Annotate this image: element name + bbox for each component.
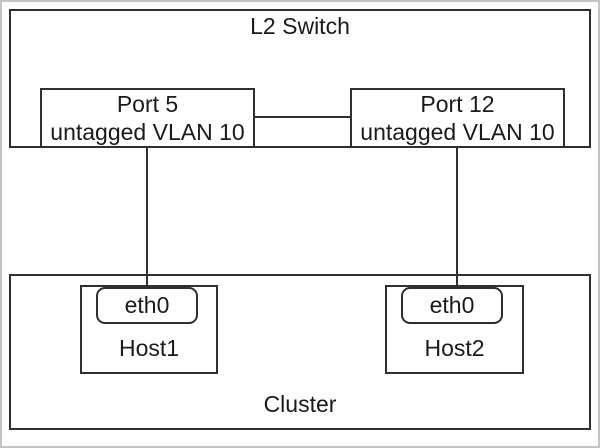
- host1-label: Host1: [118, 335, 180, 361]
- cable-port12-host2-line: [456, 146, 458, 289]
- l2-switch-label: L2 Switch: [250, 13, 350, 39]
- host2-label: Host2: [424, 335, 485, 361]
- cluster-label: Cluster: [263, 391, 337, 417]
- host1-box: eth0 Host1: [80, 285, 218, 374]
- port12-name-label: Port 12: [420, 91, 495, 117]
- host2-eth0-box: eth0: [401, 287, 503, 324]
- host1-eth0-box: eth0: [96, 287, 198, 324]
- port5-box: Port 5 untagged VLAN 10: [40, 88, 255, 148]
- port-to-port-link-line: [255, 116, 350, 118]
- port5-vlan-label: untagged VLAN 10: [50, 119, 245, 145]
- port12-box: Port 12 untagged VLAN 10: [350, 88, 565, 148]
- cluster-box: eth0 Host1 eth0 Host2 Cluster: [9, 274, 591, 430]
- host2-box: eth0 Host2: [385, 285, 524, 374]
- port12-vlan-label: untagged VLAN 10: [360, 119, 555, 145]
- host2-eth0-label: eth0: [429, 292, 475, 318]
- cable-port5-host1-line: [146, 146, 148, 289]
- l2-switch-box: L2 Switch Port 5 untagged VLAN 10 Port 1…: [9, 9, 591, 148]
- host1-eth0-label: eth0: [124, 292, 170, 318]
- port5-name-label: Port 5: [116, 91, 179, 117]
